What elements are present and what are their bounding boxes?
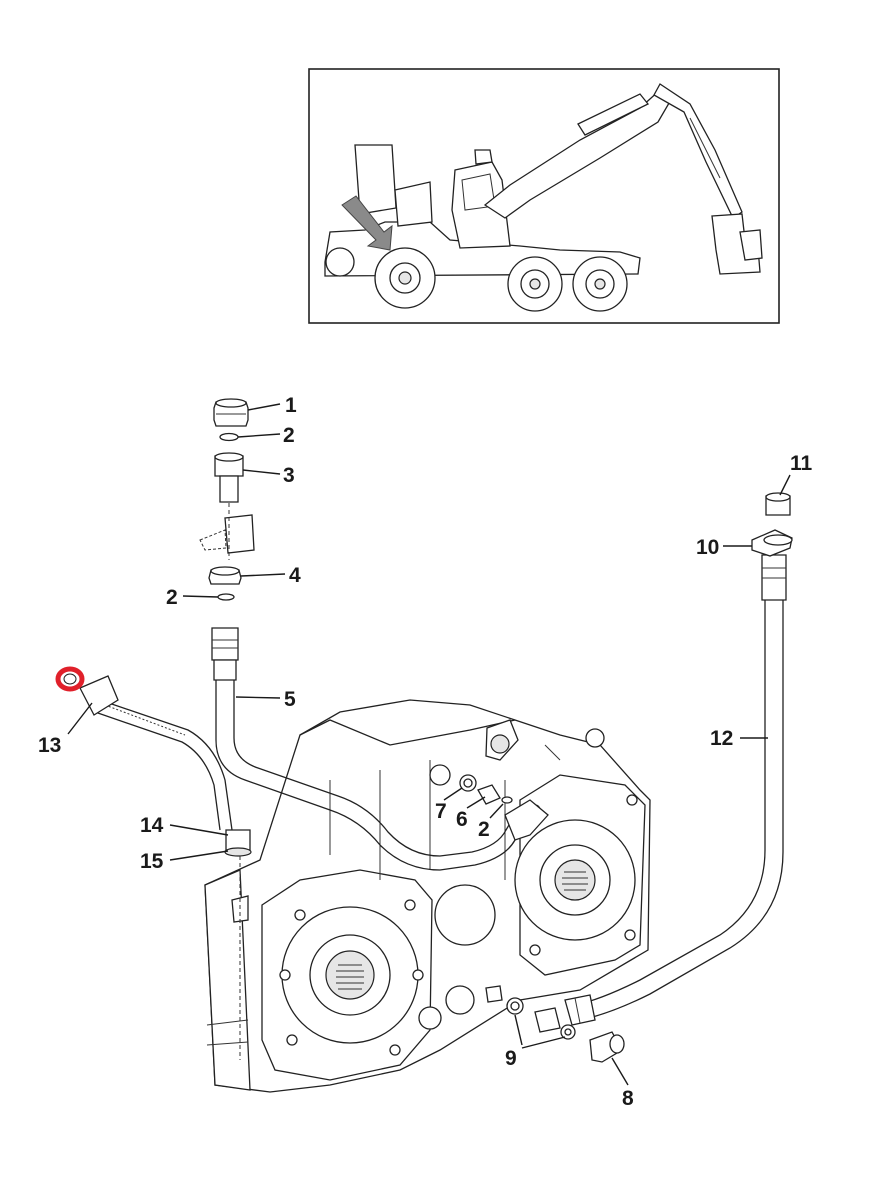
fittings-6-7-2 (459, 719, 519, 805)
callout-3: 3 (283, 464, 295, 487)
callout-10: 10 (696, 536, 719, 559)
callout-9: 9 (505, 1047, 517, 1070)
callout-8: 8 (622, 1087, 634, 1110)
callout-1: 1 (285, 394, 297, 417)
callout-11: 11 (790, 452, 813, 475)
location-arrow (341, 195, 393, 251)
fittings-9-8 (485, 985, 625, 1063)
hose-5 (215, 680, 526, 871)
callout-5: 5 (284, 688, 296, 711)
callout-labels: 1 2 3 4 2 5 13 14 15 7 6 2 11 10 12 9 8 (38, 394, 813, 1110)
callout-7: 7 (435, 800, 447, 823)
callout-2: 2 (166, 586, 178, 609)
inset-wheels (325, 247, 628, 312)
callout-4: 4 (289, 564, 301, 587)
machine-locator-inset (308, 68, 780, 324)
callout-12: 12 (710, 727, 733, 750)
callout-15: 15 (140, 850, 164, 873)
callout-2: 2 (478, 818, 490, 841)
callout-2: 2 (283, 424, 295, 447)
leader-lines (67, 403, 791, 1086)
callout-13: 13 (38, 734, 61, 757)
upper-fitting-stack (199, 398, 255, 681)
transmission-housing (204, 699, 651, 1093)
callout-14: 14 (140, 814, 164, 837)
callout-6: 6 (456, 808, 468, 831)
highlighted-part-13-ring (55, 666, 85, 692)
hose-12-assembly (564, 492, 793, 1026)
